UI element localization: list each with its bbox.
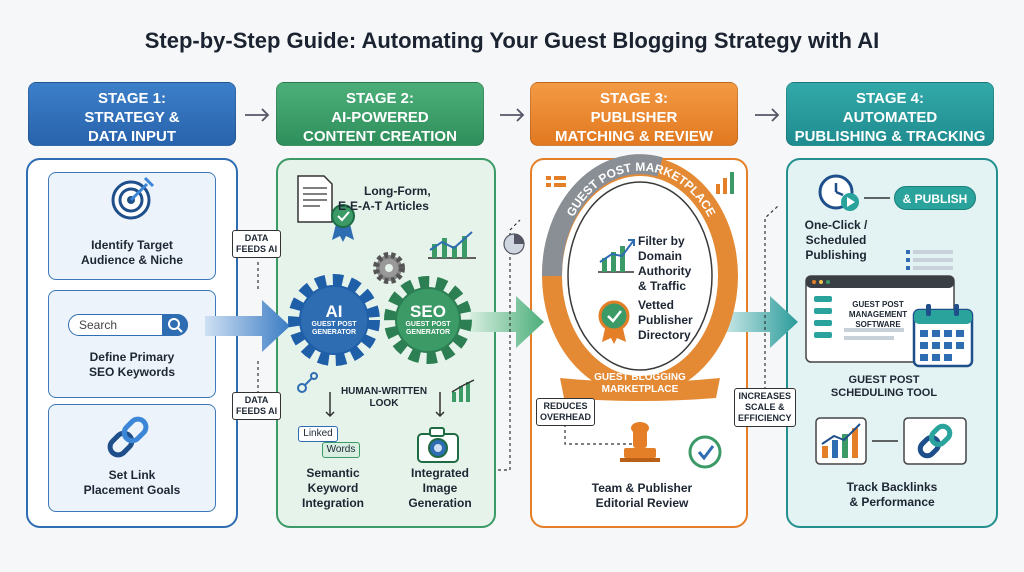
- seo-gear-label: SEO GUEST POST GENERATOR: [405, 302, 451, 337]
- flow-arrow-1: [205, 300, 290, 352]
- stage-4-title-line2: PUBLISHING & TRACKING: [794, 128, 986, 145]
- badge-icon: [331, 204, 355, 242]
- keywords-card: [48, 290, 216, 398]
- track-backlinks-label: Track Backlinks& Performance: [846, 480, 938, 509]
- page-title: Step-by-Step Guide: Automating Your Gues…: [144, 28, 880, 53]
- flow-arrow-3: [720, 296, 798, 348]
- header-arrow-1: [245, 108, 270, 122]
- stage-3-number: STAGE 3:: [599, 90, 669, 107]
- stage-4-number: STAGE 4:: [855, 90, 925, 107]
- stamp-icon: [620, 422, 660, 462]
- camera-icon: [417, 427, 459, 463]
- articles-label: Long-Form,E-E-A-T Articles: [338, 184, 431, 213]
- mini-list-icon: [906, 250, 953, 270]
- ai-gear-icon: [288, 274, 380, 366]
- words-chip: Words: [322, 442, 360, 458]
- stage-1-title-line1: STRATEGY &: [84, 109, 180, 126]
- stage-3-title-line2: MATCHING & REVIEW: [554, 128, 714, 145]
- chain-link-icon: [107, 416, 149, 458]
- stage-1-number: STAGE 1:: [97, 90, 167, 107]
- linked-word-chip: Linked: [298, 426, 338, 442]
- stage-3-header: STAGE 3: PUBLISHER MATCHING & REVIEW: [530, 82, 738, 146]
- link-goals-card: [48, 404, 216, 512]
- stage-2-header: STAGE 2: AI-POWERED CONTENT CREATION: [276, 82, 484, 146]
- ring-title: GUEST POST MARKETPLACE: [564, 160, 719, 219]
- stage-2-title-line1: AI-POWERED: [331, 109, 429, 126]
- stage-2-number: STAGE 2:: [345, 90, 415, 107]
- flow-line-icon: [297, 372, 318, 393]
- bar-chart-icon: [598, 239, 635, 273]
- check-circle-icon: [688, 435, 722, 469]
- marketplace-ring-icon: [541, 154, 738, 401]
- clock-icon: [818, 174, 859, 211]
- stage-1-title-line2: DATA INPUT: [87, 128, 177, 145]
- stage-2-title-line2: CONTENT CREATION: [303, 128, 457, 145]
- stage-1-header: STAGE 1: STRATEGY & DATA INPUT: [28, 82, 236, 146]
- small-gear-icon: [373, 252, 405, 284]
- chart-icon-tiny: [451, 379, 475, 402]
- stage-3-title-line1: PUBLISHER: [590, 109, 678, 126]
- seo-gear-icon: [384, 276, 472, 364]
- document-icon: [297, 175, 333, 223]
- target-icon: [111, 176, 155, 220]
- header-arrow-3: [755, 108, 780, 122]
- stage-4-header: STAGE 4: AUTOMATED PUBLISHING & TRACKING: [786, 82, 994, 146]
- chart-icon-small: [428, 231, 476, 259]
- publish-button[interactable]: & PUBLISH: [894, 186, 976, 210]
- reduces-connector: [564, 412, 640, 445]
- stage3-corner-dots-icon: [546, 176, 566, 187]
- calendar-icon: [912, 304, 974, 368]
- ai-gear-label: AI GUEST POST GENERATOR: [311, 302, 357, 337]
- pie-icon: [503, 233, 525, 255]
- backlinks-link-icon: [903, 417, 967, 465]
- search-input[interactable]: Search: [68, 314, 188, 336]
- stage3-corner-chart-icon: [716, 172, 734, 194]
- header-arrow-2: [500, 108, 525, 122]
- stage-4-title-line1: AUTOMATED: [842, 109, 938, 126]
- backlinks-chart-icon: [815, 417, 867, 465]
- stage2-to-3-connector: [498, 219, 521, 471]
- vetted-badge-icon: [598, 300, 630, 344]
- flow-arrow-2: [470, 296, 544, 348]
